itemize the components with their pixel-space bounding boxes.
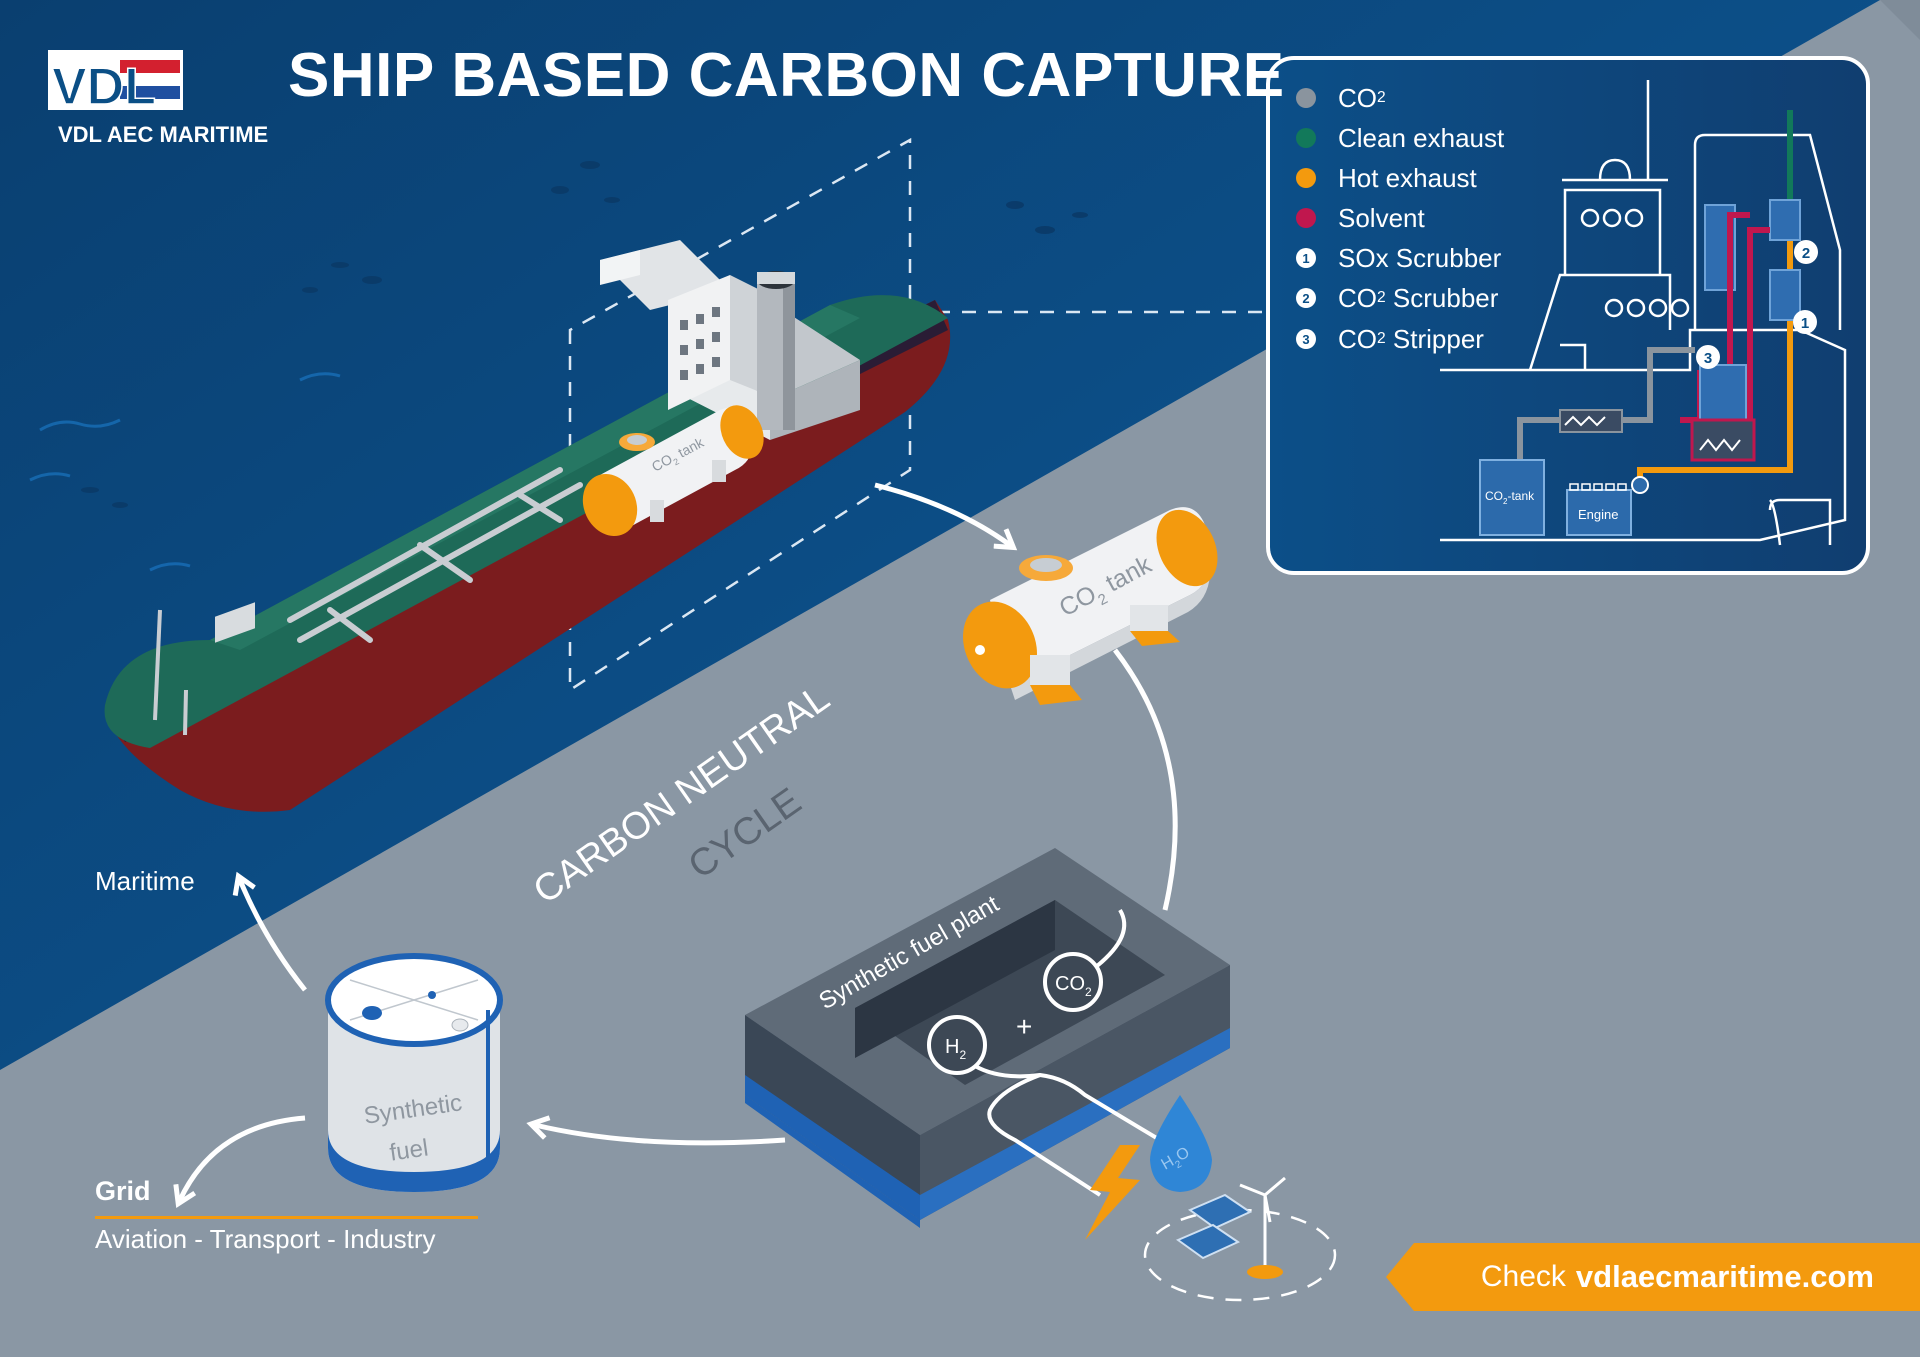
hot-exhaust-swatch-icon (1296, 168, 1316, 188)
plant-h2-circle (927, 1015, 987, 1075)
svg-text:H2: H2 (945, 1036, 966, 1062)
page-title: SHIP BASED CARBON CAPTURE (288, 41, 1285, 110)
svg-text:1: 1 (1801, 315, 1809, 332)
legend-item-clean-exhaust: Clean exhaust (1296, 120, 1504, 156)
number-2-icon: 2 (1296, 288, 1316, 308)
number-1-icon: 1 (1296, 248, 1316, 268)
grid-label: Grid (95, 1176, 151, 1206)
svg-text:CO2-tank: CO2-tank (1485, 489, 1535, 506)
synthetic-fuel-tank: Synthetic fuel (325, 953, 503, 1192)
legend-item-hot-exhaust: Hot exhaust (1296, 160, 1477, 196)
transfer-arrow (874, 482, 1018, 551)
to-maritime-arrow (232, 871, 307, 992)
svg-text:Engine: Engine (1578, 507, 1618, 522)
svg-text:3: 3 (1704, 350, 1712, 367)
tanker-ship: CO2 tank (104, 240, 951, 812)
cta-url[interactable]: vdlaecmaritime.com (1575, 1259, 1874, 1294)
vdl-logo: VDL (48, 50, 183, 117)
marker-3 (1696, 345, 1720, 369)
svg-text:+: + (1016, 1011, 1032, 1042)
clean-exhaust-swatch-icon (1296, 128, 1316, 148)
svg-text:2: 2 (1802, 245, 1810, 262)
water-drop-icon: H2O (1150, 1095, 1212, 1192)
cta-prefix: Check (1480, 1260, 1566, 1293)
marker-1 (1793, 310, 1817, 334)
svg-text:CO2: CO2 (1055, 973, 1092, 999)
fish-decoration (81, 161, 1088, 508)
plant-co2-circle (1043, 952, 1103, 1012)
ship-co2-tank: CO2 tank (582, 405, 764, 537)
legend-item-solvent: Solvent (1296, 200, 1425, 236)
brand-name: VDL AEC MARITIME (58, 122, 269, 147)
solvent-swatch-icon (1296, 208, 1316, 228)
maritime-label: Maritime (95, 866, 195, 896)
wind-turbine-icon (1239, 1176, 1286, 1279)
website-link[interactable]: Check vdlaecmaritime.com (1386, 1243, 1920, 1311)
schematic-panel: CO2-tank Engine 1 2 3 (1266, 56, 1870, 575)
legend-item-sox-scrubber: 1 SOx Scrubber (1296, 240, 1501, 276)
lightning-icon (1085, 1145, 1140, 1240)
svg-text:VDL: VDL (52, 58, 156, 116)
marker-2 (1794, 240, 1818, 264)
schematic-co2-tank (1479, 459, 1545, 536)
tank-to-plant-arrow (1113, 648, 1178, 911)
co2-swatch-icon (1296, 88, 1316, 108)
shore-co2-tank: CO2 tank (963, 507, 1218, 705)
to-grid-arrow (173, 1115, 306, 1209)
grid-divider (95, 1216, 478, 1219)
grid-sectors: Aviation - Transport - Industry (95, 1224, 436, 1254)
wave-decoration (29, 372, 341, 572)
svg-text:fuel: fuel (388, 1135, 430, 1167)
plant-to-storage-arrow (526, 1115, 786, 1146)
solar-panel-icon (1175, 1193, 1253, 1260)
number-3-icon: 3 (1296, 329, 1316, 349)
